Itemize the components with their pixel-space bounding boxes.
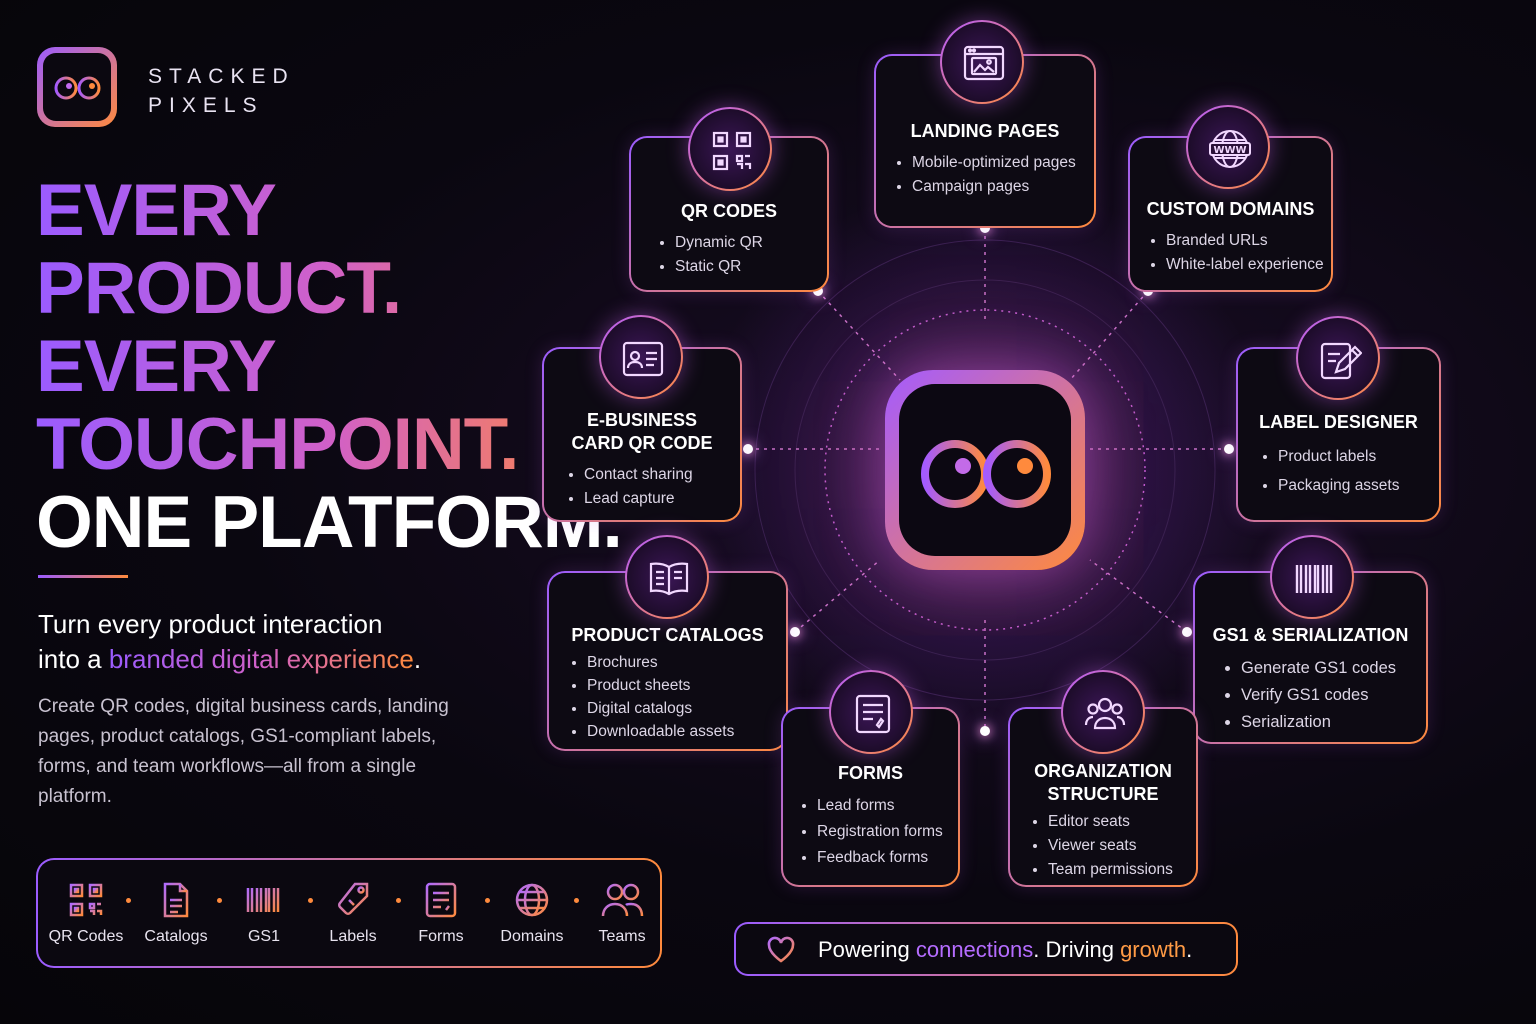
www-globe-icon: WWW (1209, 130, 1251, 168)
card-badge (829, 670, 913, 754)
card-badge (1061, 670, 1145, 754)
card-badge (1270, 535, 1354, 619)
iconbar-item-gs1[interactable]: GS1 (219, 880, 309, 946)
eyes-logo-icon (54, 76, 101, 100)
heart-icon (767, 936, 795, 963)
card-title: QR CODES (680, 201, 777, 221)
card-title: E-BUSINESS CARD QR CODE (571, 410, 713, 453)
iconbar-item-qr-codes[interactable]: QR Codes (41, 880, 131, 946)
iconbar-item-catalogs[interactable]: Catalogs (131, 880, 221, 946)
feature-icon-bar: QR Codes Catalogs GS1 Labels Forms Domai… (36, 858, 662, 968)
iconbar-item-teams[interactable]: Teams (577, 880, 667, 946)
center-logo (885, 370, 1085, 570)
headline-line: PRODUCT. (36, 250, 622, 328)
eyes-logo-icon (921, 440, 1051, 508)
card-title: CUSTOM DOMAINS (1146, 199, 1315, 219)
card-badge (625, 535, 709, 619)
team-icon (1084, 697, 1126, 730)
browser-image-icon (963, 45, 1005, 81)
card-title: LANDING PAGES (910, 121, 1060, 141)
connector-node (743, 444, 753, 454)
document-icon (163, 882, 189, 918)
headline-line: EVERY (36, 328, 622, 406)
card-badge (599, 315, 683, 399)
svg-text:WWW: WWW (1213, 145, 1246, 156)
iconbar-item-domains[interactable]: Domains (487, 880, 577, 946)
card-badge (940, 20, 1024, 104)
iconbar-item-forms[interactable]: Forms (396, 880, 486, 946)
connector-node (1182, 627, 1192, 637)
tagline-text: Powering connections. Driving growth. (818, 937, 1193, 962)
card-badge (688, 107, 772, 191)
subheadline: Turn every product interaction into a br… (38, 609, 422, 674)
barcode-icon (1295, 565, 1333, 593)
card-custom-domains[interactable]: CUSTOM DOMAINS Branded URLs White-label … (1128, 136, 1333, 292)
brand-name: STACKED PIXELS (148, 65, 295, 117)
form-icon (855, 694, 891, 734)
headline-line: TOUCHPOINT. (36, 406, 622, 484)
tag-icon (338, 882, 369, 915)
globe-icon (515, 883, 549, 917)
pencil-edit-icon (1320, 342, 1362, 380)
divider (38, 575, 128, 578)
connector-node (813, 286, 823, 296)
connector-node (980, 726, 990, 736)
users-icon (601, 883, 644, 917)
headline: EVERY PRODUCT. EVERY TOUCHPOINT. ONE PLA… (36, 172, 623, 563)
card-title: FORMS (838, 763, 903, 783)
form-icon (425, 882, 457, 918)
body-text: Create QR codes, digital business cards,… (38, 696, 449, 807)
barcode-icon (246, 888, 280, 912)
card-title: PRODUCT CATALOGS (571, 625, 764, 645)
card-title: GS1 & SERIALIZATION (1212, 625, 1409, 645)
qr-code-icon (69, 883, 103, 917)
qr-code-icon (712, 131, 752, 171)
card-badge: WWW (1186, 105, 1270, 189)
id-card-icon (622, 341, 664, 377)
card-title: ORGANIZATION STRUCTURE (1034, 761, 1172, 804)
headline-line: ONE PLATFORM. (36, 482, 623, 563)
connector-node (980, 223, 990, 233)
brand-logo (37, 47, 117, 127)
open-book-icon (649, 562, 689, 596)
headline-line: EVERY (36, 172, 622, 250)
iconbar-item-labels[interactable]: Labels (308, 880, 398, 946)
connector-node (1143, 286, 1153, 296)
tagline-pill: Powering connections. Driving growth. (734, 922, 1238, 976)
connector-node (790, 627, 800, 637)
card-title: LABEL DESIGNER (1259, 412, 1418, 432)
connector-node (1224, 444, 1234, 454)
card-badge (1296, 316, 1380, 400)
